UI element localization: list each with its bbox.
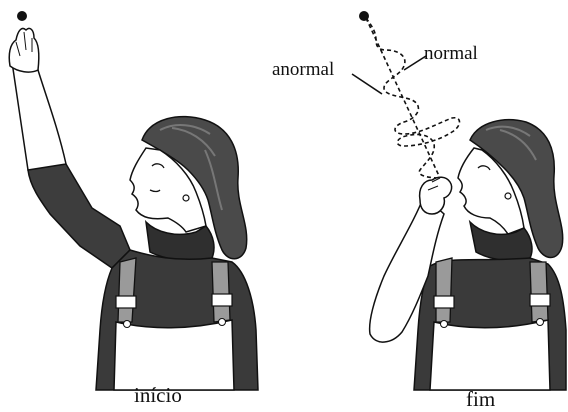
caption-end: fim: [466, 389, 495, 410]
raised-arm-sleeve-left: [28, 161, 130, 268]
left-panel: [9, 11, 258, 390]
hand-at-nose-right: [420, 177, 452, 214]
overalls-bib-right: [430, 320, 550, 390]
normal-path-label: normal: [424, 44, 478, 63]
raised-forearm-left: [12, 62, 66, 170]
collar-left: [146, 222, 214, 260]
caption-start: início: [134, 385, 182, 406]
abnormal-leader-line: [352, 74, 382, 94]
abnormal-path-label: anormal: [272, 60, 334, 79]
abnormal-path: [366, 18, 460, 178]
normal-leader-line: [404, 56, 426, 70]
target-dot-left: [17, 11, 27, 21]
overall-strap-right-b: [530, 262, 548, 322]
overall-strap-right-a: [436, 258, 452, 322]
overall-strap-left-b: [212, 262, 230, 322]
overalls-bib-left: [114, 320, 234, 390]
right-panel: [352, 11, 566, 390]
